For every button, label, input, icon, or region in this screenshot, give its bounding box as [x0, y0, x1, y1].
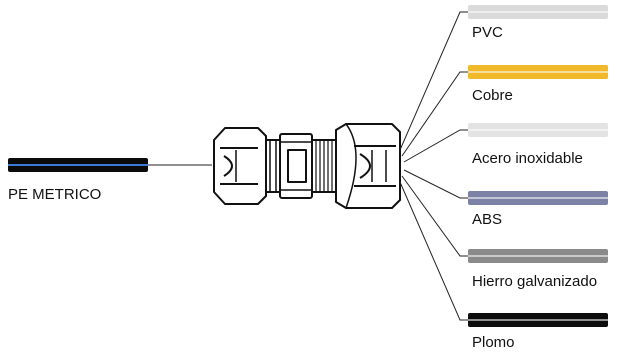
- material-pipe-abs: [468, 191, 608, 205]
- material-pipe-hierro: [468, 249, 608, 263]
- material-label-pvc: PVC: [472, 24, 503, 41]
- pe-pipe-stripe: [8, 164, 148, 166]
- material-label-acero: Acero inoxidable: [472, 150, 583, 167]
- material-pipe-cobre: [468, 65, 608, 79]
- material-label-hierro: Hierro galvanizado: [472, 273, 598, 290]
- material-pipe-plomo: [468, 313, 608, 327]
- material-label-abs: ABS: [472, 211, 503, 228]
- compression-fitting-icon: [213, 123, 401, 209]
- material-pipe-acero: [468, 123, 608, 137]
- leader-line-acero: [403, 129, 468, 163]
- material-pipe-pvc: [468, 5, 608, 19]
- pe-pipe: [8, 158, 148, 172]
- leader-line-hierro: [401, 175, 468, 257]
- leader-line-pvc: [399, 11, 468, 151]
- material-label-cobre: Cobre: [472, 87, 513, 104]
- leader-lines: [399, 11, 468, 321]
- pe-pipe-label: PE METRICO: [8, 186, 102, 203]
- material-label-plomo: Plomo: [472, 334, 515, 351]
- leader-line-plomo: [399, 181, 468, 321]
- leader-line-cobre: [401, 71, 468, 157]
- leader-line-abs: [403, 169, 468, 199]
